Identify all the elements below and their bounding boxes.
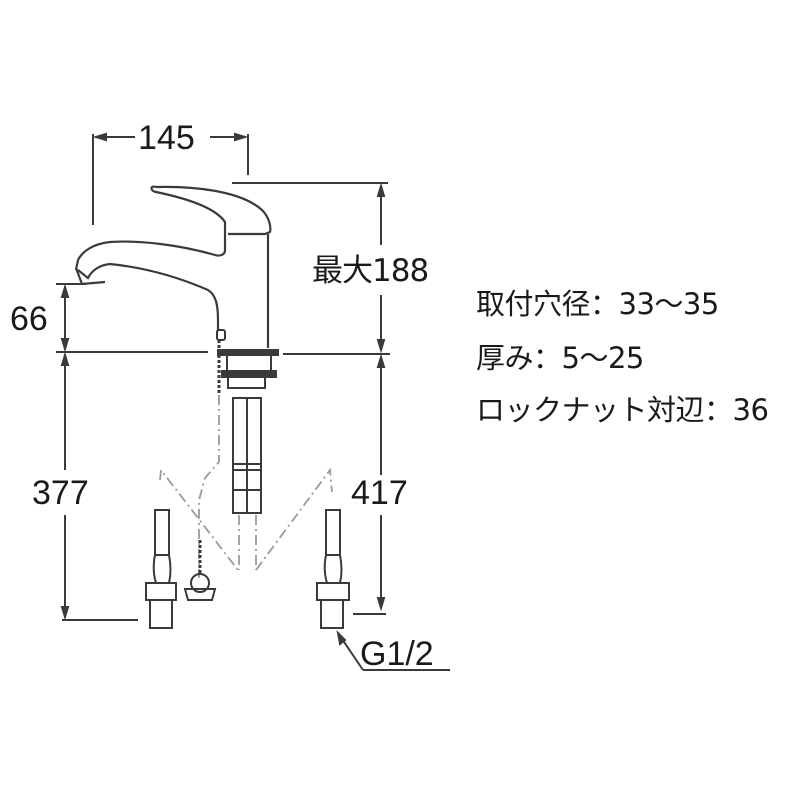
dimension-188 [232,182,388,354]
spec-value: 5～25 [561,341,645,375]
spec-mounting-hole: 取付穴径：33～35 [476,287,720,321]
popup-rod-knob [216,329,226,341]
dim-66-label: 66 [10,300,48,338]
dim-max188-label: 最大188 [312,253,429,289]
spec-label: 厚み [476,341,534,375]
dim-417-label: 417 [351,474,408,512]
dim-145-label: 145 [138,119,195,157]
left-connector [145,509,177,629]
thread-size-label: G1/2 [360,635,434,673]
supply-hoses [232,397,262,514]
g12-leader [336,630,450,671]
dimension-417 [353,353,386,615]
spec-value: 36 [732,393,769,427]
drain-stopper [183,540,217,601]
spec-label: ロックナット対辺 [476,393,705,427]
spec-value: 33～35 [618,287,720,321]
dim-377-label: 377 [32,474,89,512]
max-height-text: 最大188 [312,253,429,289]
faucet-body [74,185,272,348]
spec-locknut: ロックナット対辺：36 [476,393,769,427]
dimension-377 [60,351,138,621]
spec-thickness: 厚み：5～25 [476,341,645,375]
dimension-145 [92,132,249,225]
spec-label: 取付穴径 [476,287,591,321]
right-connector [316,509,350,629]
dimension-66 [56,283,86,353]
